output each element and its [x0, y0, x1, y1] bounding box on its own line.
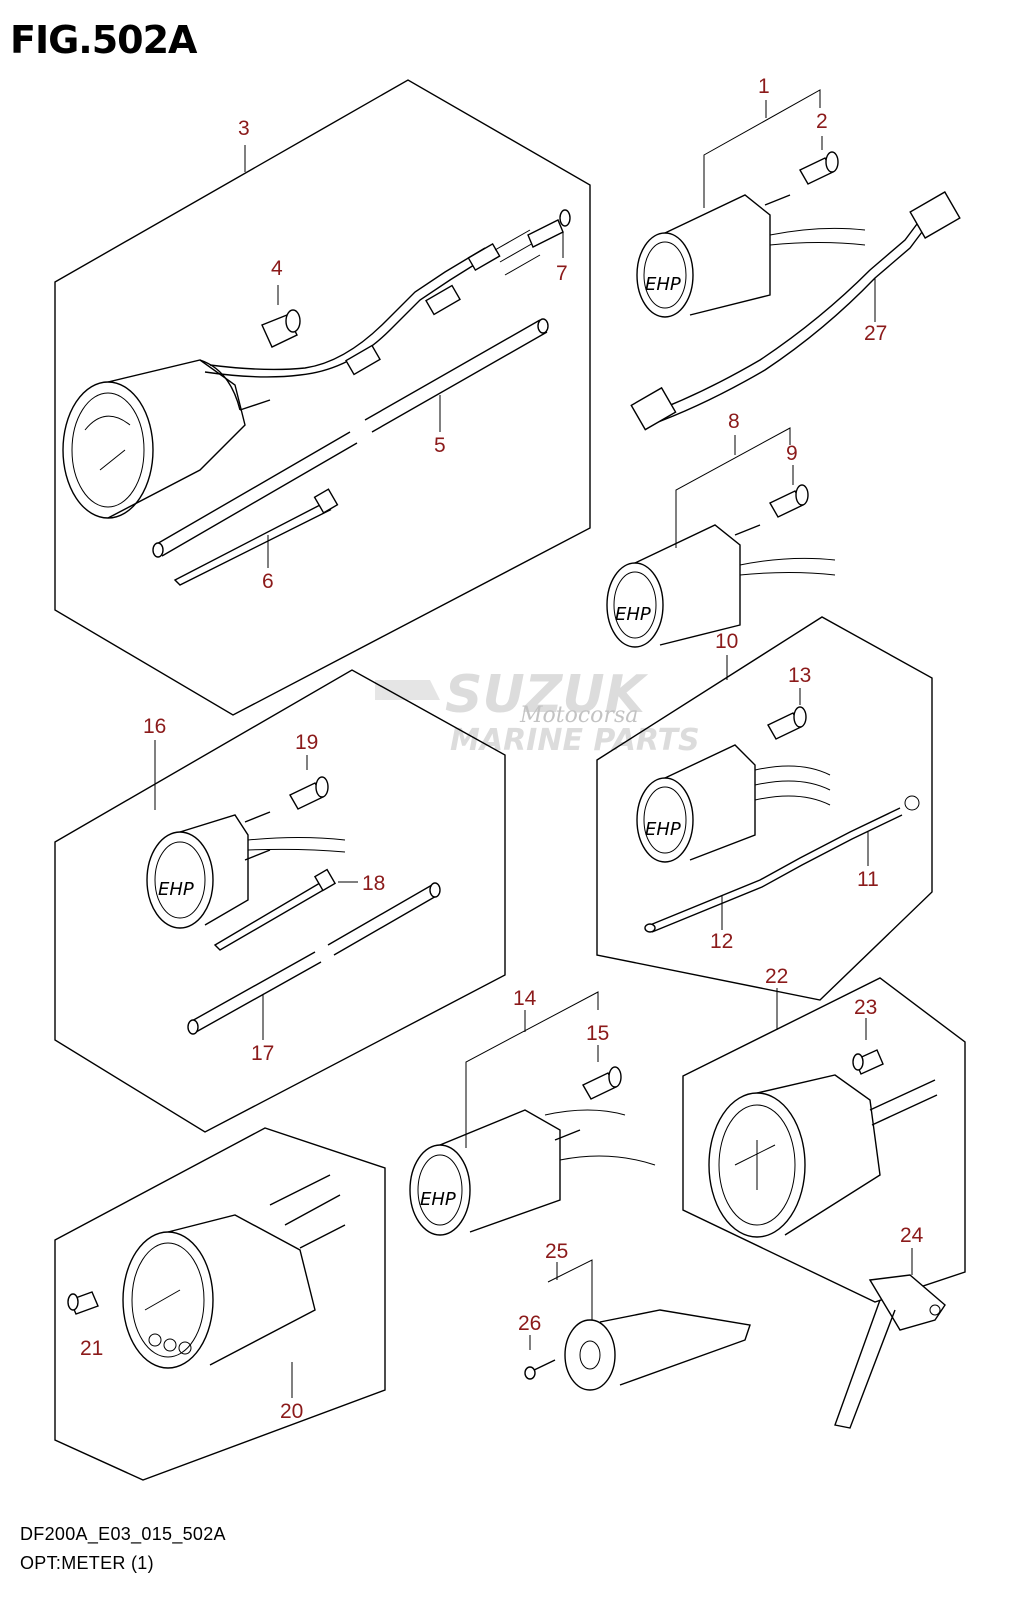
svg-text:EHP: EHP	[645, 819, 681, 840]
lead-wire-11-12	[644, 795, 920, 933]
gauge-8: EHP	[606, 524, 836, 648]
callout-3: 3	[238, 117, 250, 140]
callout-25: 25	[545, 1240, 568, 1263]
bulb-13	[767, 706, 807, 740]
figure-title: FIG.502A	[10, 18, 197, 62]
svg-text:EHP: EHP	[158, 879, 194, 900]
bulb-23	[852, 1049, 884, 1075]
callout-20: 20	[280, 1400, 303, 1423]
callout-4: 4	[271, 257, 283, 280]
bulb-socket-4	[261, 309, 301, 348]
bulb-7	[527, 209, 571, 248]
gauge-10: EHP	[636, 744, 831, 863]
svg-text:EHP: EHP	[615, 604, 651, 625]
kit-box-22	[682, 977, 966, 1303]
callout-8: 8	[728, 410, 740, 433]
callout-18: 18	[362, 872, 385, 895]
callout-5: 5	[434, 434, 446, 457]
callout-15: 15	[586, 1022, 609, 1045]
bulb-2	[799, 151, 839, 185]
callout-13: 13	[788, 664, 811, 687]
watermark-boat-icon	[375, 680, 440, 700]
gauge-20	[122, 1174, 346, 1369]
trim-sender-25	[564, 1309, 751, 1391]
callout-6: 6	[262, 570, 274, 593]
callout-16: 16	[143, 715, 166, 738]
kit-box-16	[54, 669, 506, 1133]
cable-tie-18	[213, 868, 337, 951]
sender-24	[834, 1274, 946, 1429]
callout-21: 21	[80, 1337, 103, 1360]
speedometer-gauge	[62, 229, 541, 519]
watermark-tagline: MARINE PARTS	[450, 723, 700, 758]
screw-26	[524, 1359, 556, 1380]
watermark: SUZUK MARINE PARTS Motocorsa	[375, 665, 700, 758]
kit-box-3	[54, 79, 591, 716]
kit-box-10	[596, 616, 933, 1001]
figure-code: DF200A_E03_015_502A	[20, 1524, 226, 1544]
callout-19: 19	[295, 731, 318, 754]
callout-11: 11	[857, 868, 879, 891]
callout-27: 27	[864, 322, 887, 345]
kit-box-20	[54, 1127, 386, 1481]
callout-14: 14	[513, 987, 537, 1010]
leader-lines	[154, 89, 913, 1398]
figure-name: OPT:METER (1)	[20, 1553, 154, 1573]
callout-9: 9	[786, 442, 798, 465]
cable-tie-6	[173, 488, 339, 586]
callout-17: 17	[251, 1042, 274, 1065]
callout-24: 24	[900, 1224, 924, 1247]
gauge-22	[708, 1074, 938, 1238]
callout-labels: 3 1 2 4 7 5 6 27 8 9 10 13 11 12 16 19 1…	[80, 75, 924, 1423]
callout-2: 2	[816, 110, 828, 133]
callout-26: 26	[518, 1312, 541, 1335]
callout-7: 7	[556, 262, 568, 285]
tube-5	[152, 318, 549, 558]
gauge-16: EHP	[146, 811, 346, 929]
watermark-script: Motocorsa	[519, 703, 638, 728]
harness-27	[630, 191, 961, 431]
watermark-brand: SUZUK	[445, 665, 649, 725]
svg-text:EHP: EHP	[645, 274, 681, 295]
bulb-19	[289, 776, 329, 810]
callout-12: 12	[710, 930, 733, 953]
gauge-14: EHP	[409, 1109, 656, 1236]
svg-text:EHP: EHP	[420, 1189, 456, 1210]
gauge-1: EHP	[636, 194, 866, 318]
bulb-15	[582, 1066, 622, 1100]
callout-23: 23	[854, 996, 877, 1019]
callout-1: 1	[758, 75, 770, 98]
bulb-9	[769, 484, 809, 518]
tube-17	[187, 882, 441, 1035]
callout-10: 10	[715, 630, 738, 653]
bulb-21	[67, 1291, 99, 1315]
callout-22: 22	[765, 965, 788, 988]
